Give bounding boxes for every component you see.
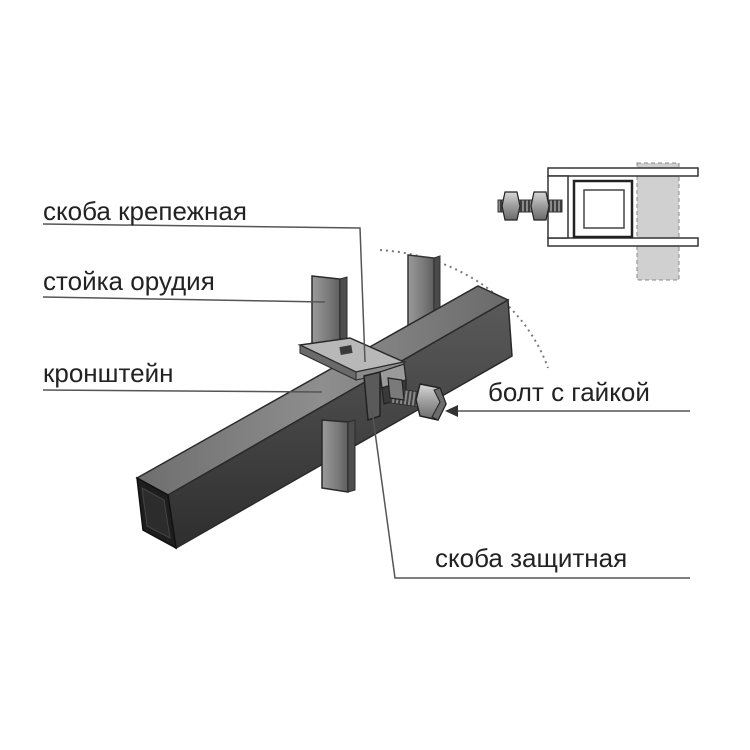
leader-guard-clamp <box>371 409 690 579</box>
leader-lines <box>42 223 690 579</box>
label-fastening-clamp: скоба крепежная <box>43 196 247 226</box>
leader-fastening-clamp <box>42 223 366 363</box>
label-bracket: кронштейн <box>43 358 174 388</box>
label-bolt-with-nut: болт с гайкой <box>488 377 650 407</box>
bolt-with-nut <box>387 377 447 421</box>
cross-section-detail <box>497 162 699 281</box>
label-guard-clamp: скоба защитная <box>435 543 628 573</box>
rotation-arc <box>379 249 549 369</box>
tool-post-bar <box>311 275 356 493</box>
label-tool-post: стойка орудия <box>43 266 215 296</box>
leader-bracket <box>42 389 323 393</box>
leader-tool-post <box>42 296 326 303</box>
leader-bolt <box>445 405 690 417</box>
